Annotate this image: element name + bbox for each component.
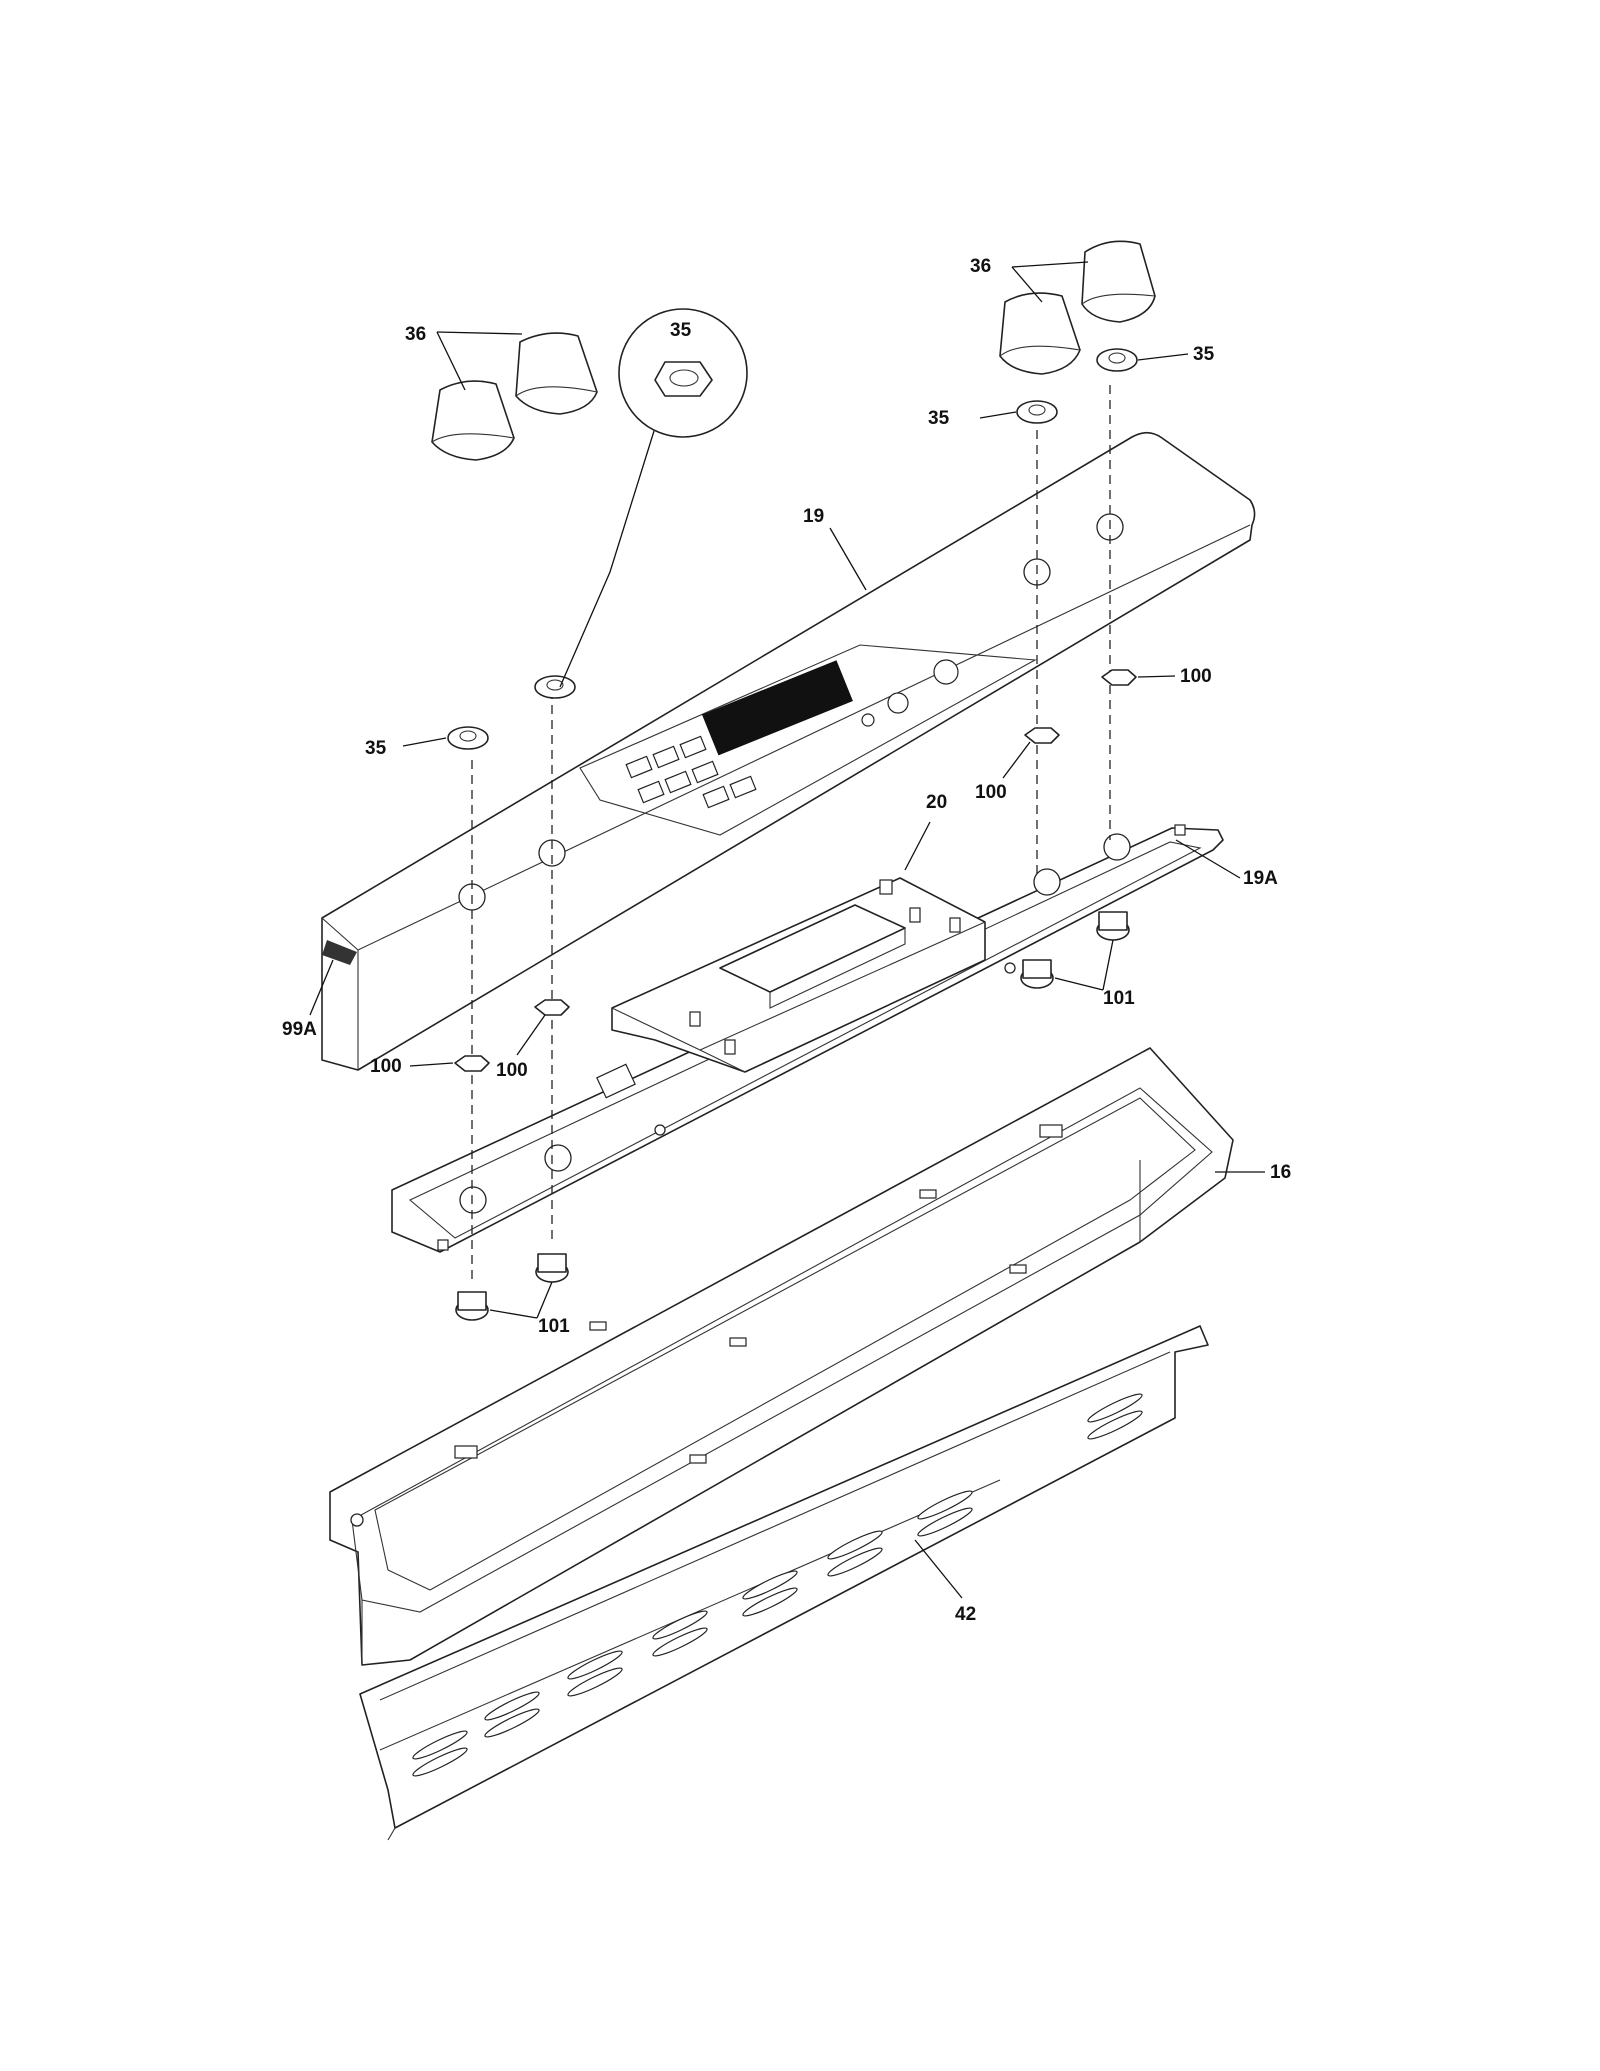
- callout-35: 35: [928, 408, 950, 429]
- callout-labels: 36 35 35 35 19 36 35 100 100 20 19A 101 …: [282, 256, 1291, 1625]
- callout-16: 16: [1270, 1162, 1291, 1183]
- control-board-part-20: [611, 877, 986, 1073]
- callout-35: 35: [1193, 344, 1215, 365]
- callout-35: 35: [365, 738, 387, 759]
- vent-trim-part-42: [359, 1325, 1209, 1841]
- callout-99A: 99A: [282, 1019, 317, 1040]
- callout-19A: 19A: [1243, 868, 1278, 889]
- nut-part-35: [447, 348, 1138, 750]
- callout-36: 36: [970, 256, 991, 277]
- callout-20: 20: [926, 792, 947, 813]
- callout-19: 19: [803, 506, 824, 527]
- callout-100: 100: [370, 1056, 402, 1077]
- wire-harness-99A: [322, 940, 357, 965]
- display-window: [702, 660, 853, 756]
- knob-part-36: [431, 240, 1156, 461]
- leader-lines: [309, 261, 1265, 1599]
- callout-101: 101: [1103, 988, 1135, 1009]
- detail-view-nut-35: [559, 308, 748, 688]
- callout-101: 101: [538, 1316, 570, 1337]
- nut-part-100: [454, 669, 1137, 1072]
- callout-100: 100: [496, 1060, 528, 1081]
- callout-35: 35: [670, 320, 692, 341]
- nut-part-101: [455, 911, 1130, 1321]
- touch-keys: [625, 659, 959, 809]
- callout-42: 42: [955, 1604, 976, 1625]
- vent-slots: [412, 1393, 1143, 1777]
- backguard-part-16: [329, 1047, 1234, 1666]
- callout-100: 100: [975, 782, 1007, 803]
- callout-100: 100: [1180, 666, 1212, 687]
- callout-36: 36: [405, 324, 426, 345]
- assembly-lines: [471, 385, 1111, 1280]
